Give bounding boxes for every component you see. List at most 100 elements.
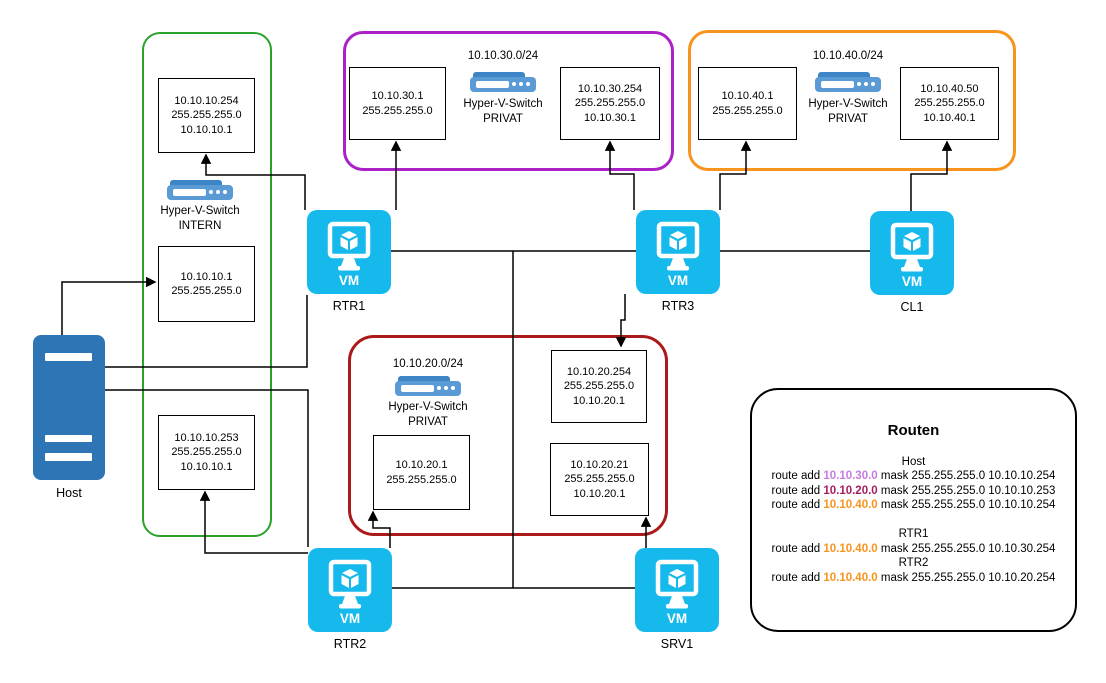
connector-rtr2-to-intern-bottom: [199, 490, 308, 554]
switch-slot: [401, 385, 434, 392]
routes-panel-title: Routen: [887, 422, 940, 439]
net30-network-frame[interactable]: [343, 31, 674, 171]
route-entry: route add 10.10.40.0 mask 255.255.255.0 …: [771, 542, 1056, 555]
switch-lid: [398, 376, 450, 384]
net30-switch-label: Hyper-V-Switch PRIVAT: [443, 97, 563, 126]
switch-lid: [170, 180, 222, 188]
vm-badge: VM: [338, 273, 360, 288]
host-label: Host: [56, 486, 82, 500]
switch-body: [470, 77, 536, 92]
intern-switch-label: Hyper-V-Switch INTERN: [140, 204, 260, 233]
switch-name: Hyper-V-Switch: [808, 98, 888, 110]
net40-subnet-label: 10.10.40.0/24: [812, 50, 884, 62]
net20-network-frame[interactable]: [348, 335, 668, 536]
connector-host-to-rtr1: [105, 295, 308, 368]
hyperv-switch-net30-icon[interactable]: [470, 72, 536, 93]
nic-box-10-10-20-21[interactable]: 10.10.20.21 255.255.255.0 10.10.20.1: [550, 443, 649, 516]
switch-type: PRIVAT: [828, 112, 868, 125]
vm-monitor-icon: [890, 222, 934, 272]
connector-rtr2-to-net20-left: [367, 510, 391, 548]
connector-host-to-intern-mid: [61, 276, 157, 335]
net20-switch-label: Hyper-V-Switch PRIVAT: [368, 400, 488, 429]
nic-box-10-10-40-1[interactable]: 10.10.40.1 255.255.255.0: [698, 67, 797, 140]
net40-network-frame[interactable]: [688, 30, 1016, 171]
nic-box-10-10-10-253[interactable]: 10.10.10.253 255.255.255.0 10.10.10.1: [158, 415, 255, 490]
net20-subnet-label: 10.10.20.0/24: [392, 358, 464, 370]
switch-type: PRIVAT: [408, 415, 448, 428]
connector-host-to-rtr2: [105, 389, 309, 547]
nic-box-10-10-30-254[interactable]: 10.10.30.254 255.255.255.0 10.10.30.1: [560, 67, 660, 140]
vm-badge: VM: [666, 611, 688, 626]
route-network-value: 10.10.40.0: [823, 571, 878, 584]
route-section-heading: RTR1: [898, 527, 929, 540]
vm-monitor-icon: [328, 559, 372, 609]
route-network-value: 10.10.40.0: [823, 542, 878, 555]
switch-name: Hyper-V-Switch: [388, 401, 468, 413]
vm-node-rtr2[interactable]: VM: [308, 548, 392, 632]
nic-box-10-10-40-50[interactable]: 10.10.40.50 255.255.255.0 10.10.40.1: [900, 67, 999, 140]
switch-ports: [512, 82, 530, 86]
intern-network-frame[interactable]: [142, 32, 272, 537]
connector-rtr3-to-net40-left: [719, 140, 752, 210]
route-section-heading: Host: [901, 455, 926, 468]
switch-ports: [209, 190, 227, 194]
switch-type: INTERN: [178, 219, 222, 232]
route-section-heading: RTR2: [898, 557, 929, 570]
net40-switch-label: Hyper-V-Switch PRIVAT: [788, 97, 908, 126]
nic-box-10-10-30-1[interactable]: 10.10.30.1 255.255.255.0: [349, 67, 446, 140]
nic-box-10-10-10-254[interactable]: 10.10.10.254 255.255.255.0 10.10.10.1: [158, 78, 255, 153]
switch-body: [395, 381, 461, 396]
vm-badge: VM: [339, 611, 361, 626]
nic-box-10-10-20-254[interactable]: 10.10.20.254 255.255.255.0 10.10.20.1: [551, 350, 647, 423]
vm-monitor-icon: [655, 559, 699, 609]
switch-name: Hyper-V-Switch: [463, 98, 543, 110]
switch-name: Hyper-V-Switch: [160, 205, 240, 217]
hyperv-switch-net20-icon[interactable]: [395, 376, 461, 397]
switch-slot: [476, 81, 509, 88]
vm-monitor-icon: [656, 221, 700, 271]
connector-cl1-to-net40-right: [910, 140, 953, 211]
vm-node-rtr1[interactable]: VM: [307, 210, 391, 294]
hyperv-switch-net40-icon[interactable]: [815, 72, 881, 93]
switch-slot: [173, 189, 206, 196]
routes-panel[interactable]: Routen Host route add 10.10.30.0 mask 25…: [750, 388, 1077, 632]
vm-monitor-icon: [327, 221, 371, 271]
rtr1-label: RTR1: [332, 299, 366, 313]
nic-box-10-10-20-1[interactable]: 10.10.20.1 255.255.255.0: [373, 435, 470, 510]
route-entry: route add 10.10.30.0 mask 255.255.255.0 …: [771, 470, 1056, 483]
route-entry: route add 10.10.40.0 mask 255.255.255.0 …: [771, 571, 1056, 584]
vm-badge: VM: [667, 273, 689, 288]
route-network-value: 10.10.30.0: [823, 470, 878, 483]
connector-rtr1-to-intern-top: [200, 153, 306, 210]
switch-ports: [857, 82, 875, 86]
vm-badge: VM: [901, 274, 923, 289]
vm-node-srv1[interactable]: VM: [635, 548, 719, 632]
host-server-icon[interactable]: [33, 335, 105, 480]
rtr2-label: RTR2: [333, 637, 367, 651]
host-drive-slot: [45, 435, 92, 442]
hyperv-switch-intern-icon[interactable]: [167, 180, 233, 201]
nic-box-10-10-10-1[interactable]: 10.10.10.1 255.255.255.0: [158, 246, 255, 322]
switch-ports: [437, 386, 455, 390]
host-drive-slot: [45, 353, 92, 361]
route-section-rtr2: RTR2 route add 10.10.40.0 mask 255.255.2…: [752, 556, 1075, 585]
switch-lid: [818, 72, 870, 80]
vm-node-cl1[interactable]: VM: [870, 211, 954, 295]
host-drive-slot: [45, 453, 92, 461]
connector-rtr3-to-net30-right: [604, 140, 635, 210]
vm-node-rtr3[interactable]: VM: [636, 210, 720, 294]
route-network-value: 10.10.20.0: [823, 484, 878, 497]
switch-body: [815, 77, 881, 92]
switch-body: [167, 185, 233, 200]
cl1-label: CL1: [900, 300, 924, 314]
route-entry: route add 10.10.40.0 mask 255.255.255.0 …: [771, 499, 1056, 512]
route-network-value: 10.10.40.0: [823, 499, 878, 512]
rtr3-label: RTR3: [661, 299, 695, 313]
net30-subnet-label: 10.10.30.0/24: [467, 50, 539, 62]
switch-slot: [821, 81, 854, 88]
switch-type: PRIVAT: [483, 112, 523, 125]
connector-rtr3-to-net20-right-top: [615, 294, 627, 348]
switch-lid: [473, 72, 525, 80]
